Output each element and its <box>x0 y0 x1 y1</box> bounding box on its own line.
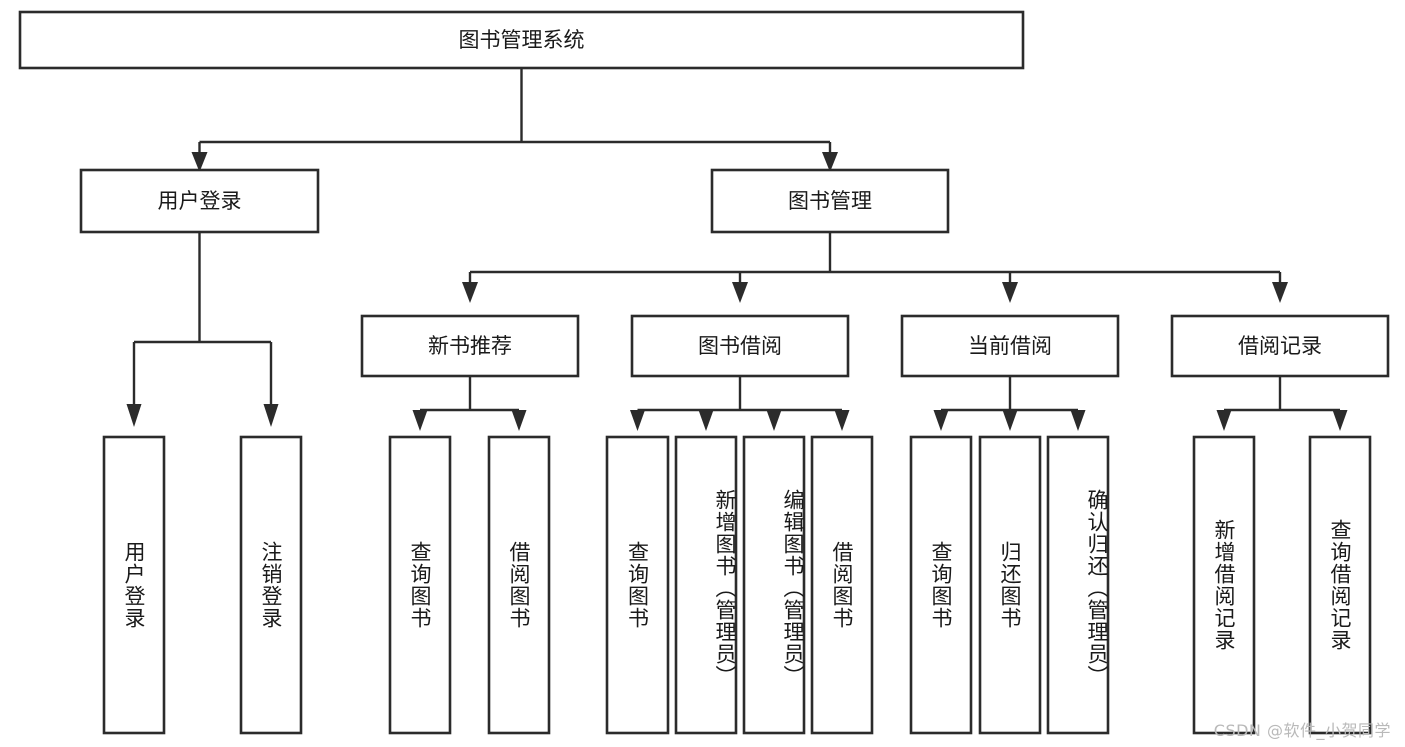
arrow-head-borrow-record <box>1272 282 1288 303</box>
arrow-head-leaf-logout <box>263 404 279 427</box>
arrow-head-new-book <box>462 282 478 303</box>
node-user-login-box[interactable] <box>79 168 320 234</box>
node-current-borrow[interactable]: 当前借阅 <box>900 314 1120 378</box>
arrow-head-book-borrow <box>732 282 748 303</box>
node-book-borrow-label: 图书借阅 <box>698 334 782 358</box>
leaf-query-book-2-box[interactable] <box>605 435 670 735</box>
node-book-borrow[interactable]: 图书借阅 <box>630 314 850 378</box>
arrow-head-leaf-edit-book <box>766 410 782 431</box>
node-root-label: 图书管理系统 <box>459 28 585 52</box>
arrow-head-leaf-query-3 <box>933 410 949 431</box>
connector-group-borrow-record-to-leaves <box>1216 376 1348 431</box>
arrow-head-leaf-query-2 <box>630 410 645 431</box>
node-book-manage-label: 图书管理 <box>788 189 872 213</box>
node-borrow-record[interactable]: 借阅记录 <box>1170 314 1390 378</box>
node-user-login-label: 用户登录 <box>158 189 242 213</box>
node-book-manage-box[interactable] <box>710 168 950 234</box>
connector-group-book-borrow-to-leaves <box>630 376 850 431</box>
arrow-head-leaf-add-book <box>698 410 714 431</box>
arrow-head-leaf-query-1 <box>412 410 428 431</box>
leaf-boxes-group <box>102 435 1372 735</box>
arrow-head-current-borrow <box>1002 282 1018 303</box>
node-current-borrow-label: 当前借阅 <box>968 334 1052 358</box>
leaf-query-book-3-box[interactable] <box>909 435 973 735</box>
leaf-edit-book-box[interactable] <box>742 435 806 735</box>
leaf-query-book-1-box[interactable] <box>388 435 452 735</box>
leaf-return-book-box[interactable] <box>978 435 1042 735</box>
leaf-confirm-return-box[interactable] <box>1046 435 1110 735</box>
arrow-head-leaf-borrow-1 <box>511 410 527 431</box>
arrow-head-leaf-query-record <box>1332 410 1348 431</box>
leaf-query-record-box[interactable] <box>1308 435 1372 735</box>
arrow-head-leaf-borrow-2 <box>834 410 850 431</box>
leaf-borrow-book-1-box[interactable] <box>487 435 551 735</box>
node-borrow-record-label: 借阅记录 <box>1238 334 1322 358</box>
leaf-logout-login-box[interactable] <box>239 435 303 735</box>
arrow-head-book-manage <box>822 152 838 172</box>
node-book-manage[interactable]: 图书管理 <box>710 168 950 234</box>
node-user-login[interactable]: 用户登录 <box>79 168 320 234</box>
connector-group-current-borrow-to-leaves <box>933 376 1086 431</box>
node-new-book-recommend-box[interactable] <box>360 314 580 378</box>
csdn-watermark: CSDN @软件_小贺同学 <box>1213 721 1391 740</box>
connector-group-user-login-to-leaves <box>126 232 279 427</box>
node-new-book-recommend-label: 新书推荐 <box>428 334 512 358</box>
connector-group-new-book-to-leaves <box>412 376 527 431</box>
leaf-add-book-box[interactable] <box>674 435 738 735</box>
arrow-head-leaf-return <box>1002 410 1018 431</box>
connector-group-root-to-level2 <box>191 68 838 172</box>
leaf-borrow-book-2-box[interactable] <box>810 435 874 735</box>
node-book-borrow-box[interactable] <box>630 314 850 378</box>
node-root[interactable]: 图书管理系统 <box>18 10 1025 70</box>
leaf-user-login-box[interactable] <box>102 435 166 735</box>
node-new-book-recommend[interactable]: 新书推荐 <box>360 314 580 378</box>
node-current-borrow-box[interactable] <box>900 314 1120 378</box>
node-root-box[interactable] <box>18 10 1025 70</box>
arrow-head-leaf-user-login <box>126 404 142 427</box>
leaf-add-record-box[interactable] <box>1192 435 1256 735</box>
arrow-head-user-login <box>191 152 208 172</box>
connector-group-book-manage-to-level3 <box>462 232 1288 303</box>
node-borrow-record-box[interactable] <box>1170 314 1390 378</box>
arrow-head-leaf-confirm-return <box>1070 410 1086 431</box>
arrow-head-leaf-add-record <box>1216 410 1232 431</box>
